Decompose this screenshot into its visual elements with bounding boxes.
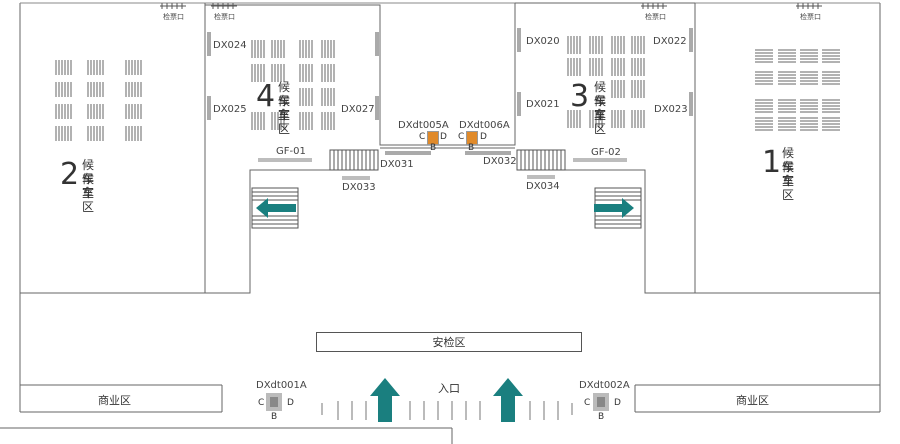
ad-gf02-bar	[573, 158, 627, 162]
ad-dxdt002a[interactable]: DXdt002A	[579, 380, 630, 391]
face-c: C	[458, 132, 465, 142]
escalator-right-arrow-icon	[594, 198, 634, 218]
ad-dx033-bar	[342, 176, 370, 180]
ad-dx034[interactable]: DX034	[526, 181, 560, 192]
entrance-arrow-left-icon	[370, 378, 400, 422]
face-c: C	[258, 398, 265, 408]
ad-dx033[interactable]: DX033	[342, 182, 376, 193]
room-line1: 候车室	[782, 146, 795, 188]
ad-dx025[interactable]: DX025	[213, 104, 247, 115]
face-b: B	[468, 143, 475, 153]
face-c: C	[419, 132, 426, 142]
ad-dx031[interactable]: DX031	[380, 159, 414, 170]
ad-dx023[interactable]: DX023	[654, 104, 688, 115]
ticket-gate-label: 检票口	[214, 13, 235, 21]
ad-dx027[interactable]: DX027	[341, 104, 375, 115]
ad-gf02[interactable]: GF-02	[591, 147, 621, 158]
security-area: 安检区	[316, 332, 582, 352]
room-number: 4	[256, 79, 276, 114]
face-d: D	[480, 132, 487, 142]
room-line1: 候车室	[594, 80, 607, 122]
escalator-left-arrow-icon	[256, 198, 296, 218]
face-d: D	[614, 398, 621, 408]
shop-left: 商业区	[98, 394, 131, 407]
screen-dxdt006a[interactable]	[466, 131, 478, 145]
room-line2: 候车区	[278, 94, 291, 136]
face-b: B	[271, 412, 278, 422]
room-line2: 候车区	[594, 94, 607, 136]
screen-dxdt005a[interactable]	[427, 131, 439, 145]
face-c: C	[584, 398, 591, 408]
entrance-arrow-right-icon	[493, 378, 523, 422]
ad-dx024[interactable]: DX024	[213, 40, 247, 51]
ad-dxdt006a[interactable]: DXdt006A	[459, 120, 510, 131]
face-b: B	[598, 412, 605, 422]
ad-dx021[interactable]: DX021	[526, 99, 560, 110]
room-line2: 候车区	[82, 172, 95, 214]
room-line2: 候车区	[782, 160, 795, 202]
pillar-dxdt001a[interactable]	[266, 393, 282, 411]
room-number: 1	[762, 145, 782, 180]
ticket-gate-label: 检票口	[645, 13, 666, 21]
face-d: D	[287, 398, 294, 408]
ad-dx020[interactable]: DX020	[526, 36, 560, 47]
room-line1: 候车室	[278, 80, 291, 122]
ad-dxdt001a[interactable]: DXdt001A	[256, 380, 307, 391]
room-line1: 候车室	[82, 158, 95, 200]
ticket-gate-label: 检票口	[800, 13, 821, 21]
ad-dx034-bar	[527, 175, 555, 179]
face-b: B	[430, 143, 437, 153]
pillar-dxdt002a[interactable]	[593, 393, 609, 411]
entrance-label: 入口	[438, 382, 460, 395]
room-number: 2	[60, 157, 80, 192]
ad-dx032[interactable]: DX032	[483, 156, 517, 167]
ad-dxdt005a[interactable]: DXdt005A	[398, 120, 449, 131]
ad-gf01-bar	[258, 158, 312, 162]
ticket-gate-label: 检票口	[163, 13, 184, 21]
ad-dx022[interactable]: DX022	[653, 36, 687, 47]
shop-right: 商业区	[736, 394, 769, 407]
room-number: 3	[570, 79, 590, 114]
face-d: D	[440, 132, 447, 142]
ad-gf01[interactable]: GF-01	[276, 146, 306, 157]
